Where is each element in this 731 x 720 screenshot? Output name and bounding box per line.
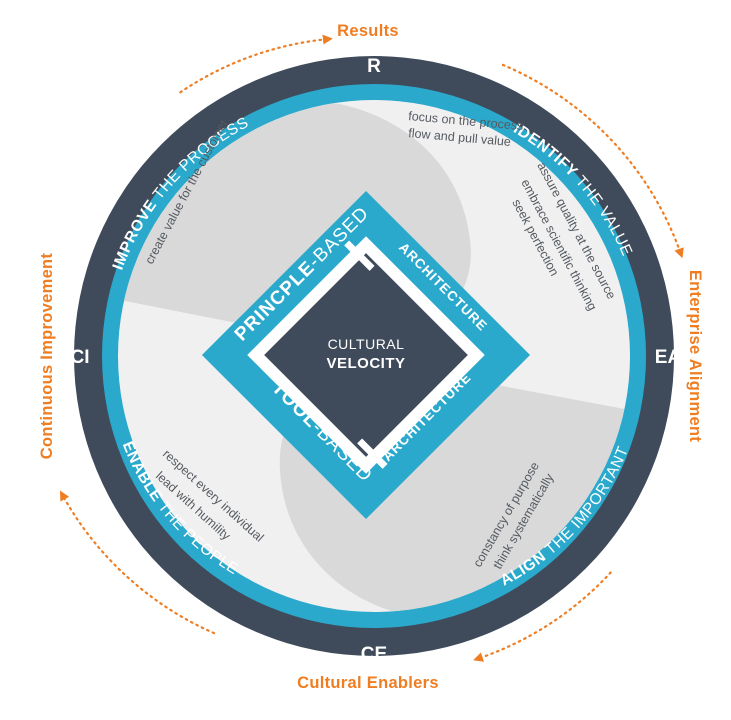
arrow-bottom xyxy=(473,571,612,662)
ring-letter-ea: EA xyxy=(655,347,682,368)
ring-letter-ci: CI xyxy=(71,347,90,368)
arrow-right xyxy=(501,63,684,259)
diamond-divider-top xyxy=(344,240,375,271)
cultural-label: CULTURAL xyxy=(328,336,405,352)
continuous-improvement-label: Continuous Improvement xyxy=(38,253,56,460)
arrow-top xyxy=(179,34,333,94)
diamond-divider-bottom xyxy=(357,438,388,469)
central-diamond xyxy=(201,190,531,520)
enterprise-alignment-label: Enterprise Alignment xyxy=(686,270,704,442)
arrow-left xyxy=(59,490,216,635)
ring-letter-ce: CE xyxy=(361,644,387,665)
cultural-enablers-label: Cultural Enablers xyxy=(297,674,439,692)
velocity-label: VELOCITY xyxy=(326,355,405,372)
results-label: Results xyxy=(337,22,399,40)
cycle-arrows xyxy=(59,34,684,662)
ring-letter-r: R xyxy=(367,56,381,77)
diamond-core xyxy=(264,253,468,457)
